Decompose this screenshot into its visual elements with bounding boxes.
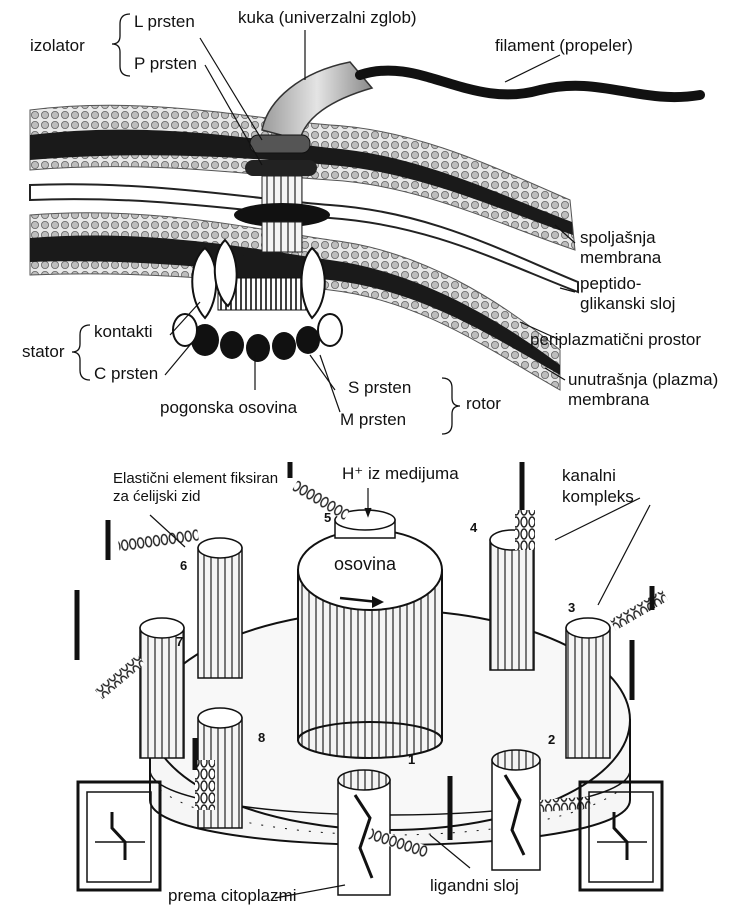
unit-number-2: 2 (548, 730, 555, 750)
label-channel-2: kompleks (562, 487, 634, 507)
channel-unit-3 (566, 618, 610, 758)
label-c-ring: C prsten (94, 364, 158, 384)
label-proton: H⁺ iz medijuma (342, 464, 459, 484)
bottom-panel-motor-model (77, 462, 668, 898)
label-insulator: izolator (30, 36, 85, 56)
label-elastic-2: za ćelijski zid (113, 488, 201, 505)
filament-drawing (360, 71, 700, 98)
label-filament: filament (propeler) (495, 36, 633, 56)
label-l-ring: L prsten (134, 12, 195, 32)
unit-number-1: 1 (408, 750, 415, 770)
label-elastic-1: Elastični element fiksiran (113, 470, 278, 487)
channel-unit-4 (490, 530, 534, 670)
unit-number-5: 5 (324, 508, 331, 528)
c-ring-drawing (173, 314, 342, 362)
label-peptidoglycan-1: peptido- (580, 274, 641, 294)
label-inner-membrane-1: unutrašnja (plazma) (568, 370, 718, 390)
unit-number-3: 3 (568, 598, 575, 618)
label-m-ring: M prsten (340, 410, 406, 430)
label-to-cytoplasm: prema citoplazmi (168, 886, 297, 906)
label-drive-shaft: pogonska osovina (160, 398, 297, 418)
unit-number-8: 8 (258, 728, 265, 748)
label-ligand-layer: ligandni sloj (430, 876, 519, 896)
unit-number-6: 6 (180, 556, 187, 576)
label-p-ring: P prsten (134, 54, 197, 74)
label-shaft: osovina (334, 554, 396, 574)
label-outer-membrane-1: spoljašnja (580, 228, 656, 248)
channel-unit-6 (198, 538, 242, 678)
inset-box-left (78, 782, 160, 890)
label-peptidoglycan-2: glikanski sloj (580, 294, 675, 314)
label-s-ring: S prsten (348, 378, 411, 398)
label-inner-membrane-2: membrana (568, 390, 649, 410)
channel-unit-2 (492, 750, 540, 870)
label-hook: kuka (univerzalni zglob) (238, 8, 417, 28)
label-channel-1: kanalni (562, 466, 616, 486)
label-stator: stator (22, 342, 65, 362)
label-outer-membrane-2: membrana (580, 248, 661, 268)
unit-number-4: 4 (470, 518, 477, 538)
label-contacts: kontakti (94, 322, 153, 342)
unit-number-7: 7 (176, 632, 183, 652)
label-periplasm: periplazmatični prostor (530, 330, 701, 350)
label-rotor: rotor (466, 394, 501, 414)
